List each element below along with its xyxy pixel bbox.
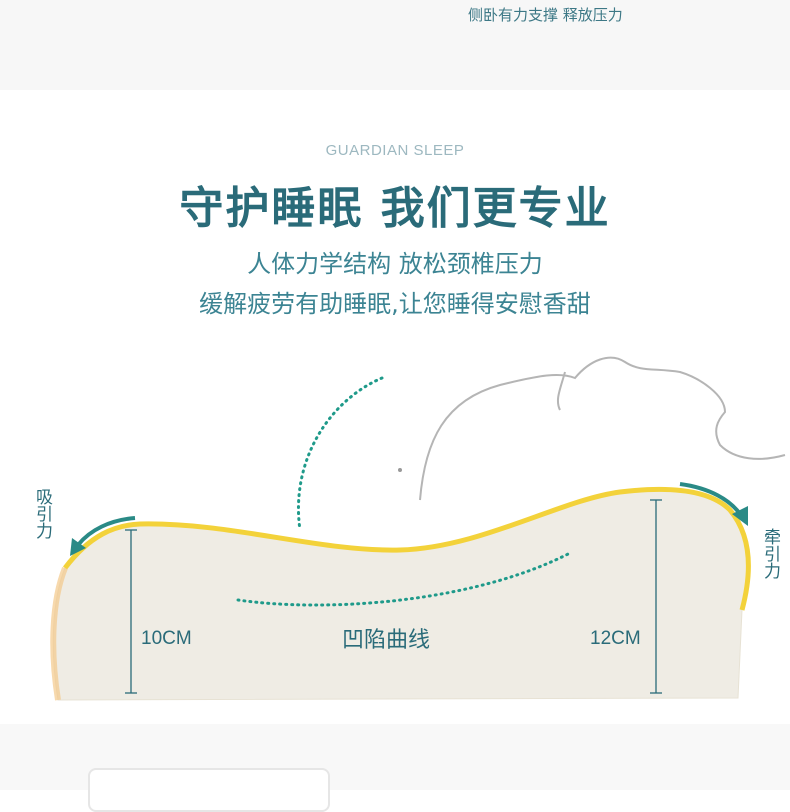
right-force-label: 牵引力 — [760, 528, 780, 579]
right-height-line — [650, 499, 662, 694]
neck-outline — [556, 371, 566, 411]
dotted-arc — [297, 376, 384, 532]
curve-label: 凹陷曲线 — [342, 628, 431, 653]
right-height-label: 12CM — [590, 628, 641, 649]
brand-name: GUARDIAN SLEEP — [325, 142, 465, 159]
top-caption: 侧卧有力支撑 释放压力 — [468, 6, 623, 24]
pillow-body — [52, 488, 750, 701]
left-arrow-icon — [76, 516, 136, 547]
left-height-line — [125, 529, 137, 694]
subtitle-2: 缓解疲劳有助睡眠,让您睡得安慰香甜 — [199, 290, 591, 318]
pillow-left-edge — [50, 566, 68, 701]
headline: 守护睡眠 我们更专业 — [179, 183, 611, 234]
ear-dot — [398, 468, 402, 472]
left-force-label: 吸引力 — [32, 488, 52, 539]
right-arrow-icon — [679, 482, 742, 516]
dotted-curve — [236, 550, 574, 607]
left-height-label: 10CM — [141, 628, 192, 649]
pillow-top-edge — [63, 486, 752, 611]
pillow-diagram — [50, 356, 786, 701]
head-outline — [419, 356, 786, 501]
bottom-card — [88, 768, 330, 812]
top-banner — [0, 0, 790, 90]
subtitle-1: 人体力学结构 放松颈椎压力 — [247, 250, 543, 278]
